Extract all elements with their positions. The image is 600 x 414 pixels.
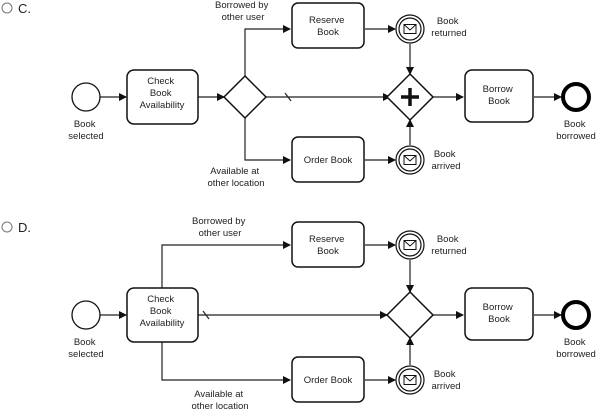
option-c-letter: C. <box>18 1 31 16</box>
start-event-label: Book selected <box>68 119 103 142</box>
task-reserve-book-label: Reserve Book <box>309 234 347 257</box>
end-event-label: Book borrowed <box>556 337 596 360</box>
flow-gateway-to-reserve <box>244 25 291 76</box>
end-event <box>561 82 591 112</box>
default-flow-slash <box>202 310 210 320</box>
option-c-radio[interactable] <box>1 2 13 14</box>
message-event-arrived <box>395 365 425 395</box>
option-c: C. Book selected Check Book Availability <box>1 0 596 189</box>
envelope-icon <box>403 375 417 385</box>
task-reserve-book <box>291 2 365 49</box>
task-reserve-book <box>291 221 365 268</box>
condition-available-label: Available at other location <box>191 389 248 412</box>
envelope-icon <box>403 155 417 165</box>
condition-borrowed-label: Borrowed by other user <box>215 0 271 23</box>
message-event-arrived-label: Book arrived <box>431 149 460 172</box>
envelope-icon <box>403 24 417 34</box>
task-borrow-book-label: Borrow Book <box>483 302 516 325</box>
end-event <box>561 300 591 330</box>
task-order-book <box>291 136 365 183</box>
start-event <box>71 82 101 112</box>
start-event-label: Book selected <box>68 337 103 360</box>
task-check-availability-label: Check Book Availability <box>140 294 185 329</box>
task-check-availability-label: Check Book Availability <box>140 76 185 111</box>
task-reserve-book-label: Reserve Book <box>309 15 347 38</box>
flow-check-to-reserve <box>161 241 291 288</box>
task-borrow-book <box>464 69 534 123</box>
message-event-returned-label: Book returned <box>431 234 466 257</box>
parallel-gateway <box>385 72 435 122</box>
message-event-returned <box>395 230 425 260</box>
start-event <box>71 300 101 330</box>
option-d-radio[interactable] <box>1 221 13 233</box>
task-check-availability <box>126 287 199 343</box>
flow-check-to-order <box>161 342 291 384</box>
end-event-label: Book borrowed <box>556 119 596 142</box>
option-d: D. Book selected Check Book Availability… <box>1 216 596 412</box>
task-order-book-label: Order Book <box>304 375 353 386</box>
message-event-returned-label: Book returned <box>431 16 466 39</box>
option-d-letter: D. <box>18 220 31 235</box>
plus-icon <box>401 88 419 106</box>
default-flow-slash <box>284 92 292 102</box>
task-order-book <box>291 356 365 403</box>
flow-gateway-to-order <box>244 118 291 164</box>
exclusive-gateway <box>385 290 435 340</box>
exclusive-gateway <box>222 74 268 120</box>
task-borrow-book-label: Borrow Book <box>483 84 516 107</box>
task-order-book-label: Order Book <box>304 155 353 166</box>
task-check-availability <box>126 69 199 125</box>
condition-available-label: Available at other location <box>207 166 264 189</box>
task-borrow-book <box>464 287 534 341</box>
message-event-arrived <box>395 145 425 175</box>
condition-borrowed-label: Borrowed by other user <box>192 216 248 239</box>
message-event-arrived-label: Book arrived <box>431 369 460 392</box>
message-event-returned <box>395 14 425 44</box>
envelope-icon <box>403 240 417 250</box>
